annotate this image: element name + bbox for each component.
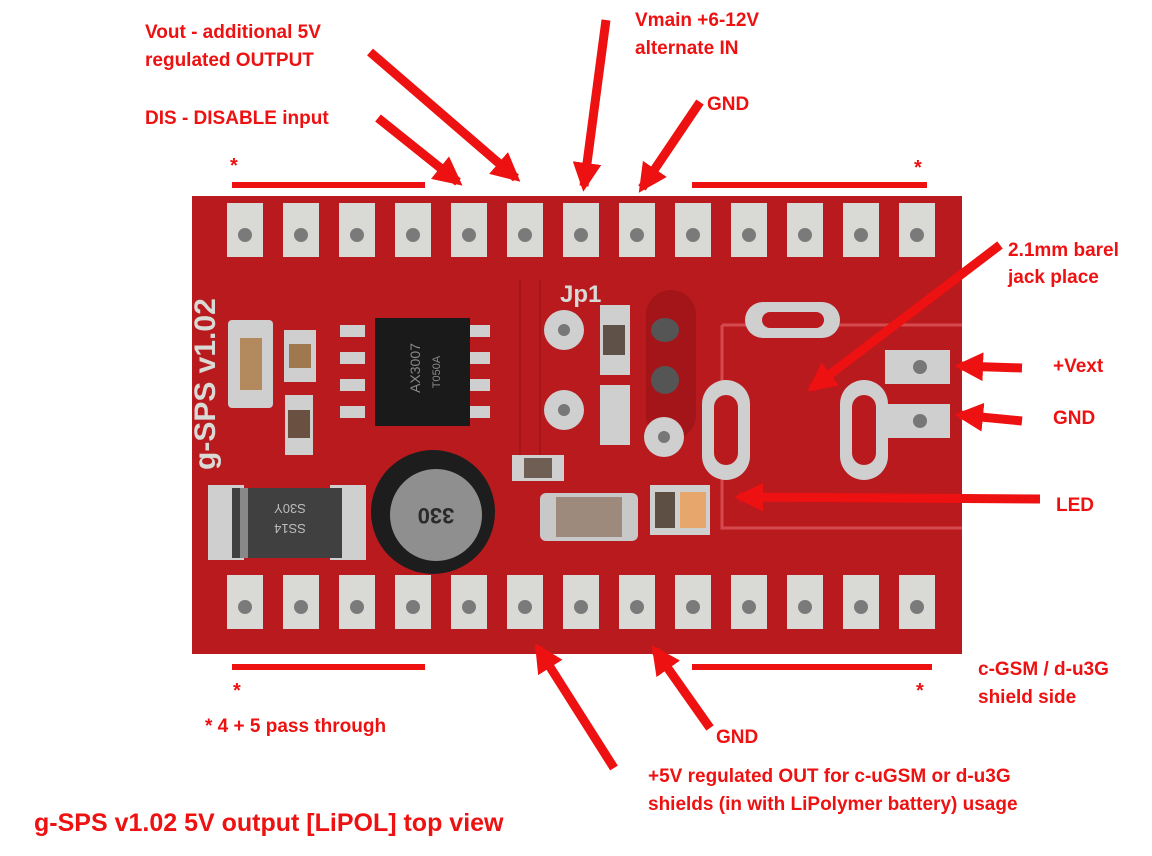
label-gnd-top: GND (707, 94, 750, 115)
diode-marking-2: SS14 (274, 521, 306, 536)
label-5v-out-line2: shields (in with LiPolymer battery) usag… (648, 794, 1018, 815)
header-pad-bottom-hole (238, 600, 252, 614)
capacitor-small (284, 330, 316, 382)
star-bottom-right: * (916, 680, 924, 702)
header-pad-bottom-hole (294, 600, 308, 614)
arrow-gnd-right (954, 402, 1023, 432)
header-pad-bottom-hole (518, 600, 532, 614)
capacitor-mid (540, 493, 638, 541)
label-shield-line1: c-GSM / d-u3G (978, 659, 1109, 680)
led-component (650, 485, 710, 535)
header-pad-bottom-hole (406, 600, 420, 614)
arrow-gnd-bottom (651, 645, 714, 731)
inductor-marking: 330 (418, 503, 455, 528)
bottom-header-pads (227, 575, 935, 629)
header-pad-bottom-hole (742, 600, 756, 614)
header-pad-top-hole (406, 228, 420, 242)
header-pad-bottom-hole (574, 600, 588, 614)
header-pad-top-hole (518, 228, 532, 242)
annotation-arrows (367, 19, 1041, 771)
label-vext: +Vext (1053, 356, 1104, 377)
silkscreen-version: g-SPS v1.02 (189, 298, 222, 470)
star-bottom-left: * (233, 680, 241, 702)
star-top-left: * (230, 155, 238, 177)
label-vout-line1: Vout - additional 5V (145, 22, 321, 43)
header-pad-top-hole (294, 228, 308, 242)
resistor-chip (512, 455, 564, 481)
arrow-vext (954, 352, 1023, 382)
header-pad-bottom-hole (910, 600, 924, 614)
arrow-led (734, 482, 1041, 512)
header-pad-top-hole (910, 228, 924, 242)
via-pads (544, 310, 684, 457)
silkscreen-jp1: Jp1 (560, 281, 601, 308)
header-pad-top-hole (462, 228, 476, 242)
header-pad-bottom-hole (350, 600, 364, 614)
header-pad-bottom-hole (854, 600, 868, 614)
star-top-right: * (914, 157, 922, 179)
resistor-small (285, 395, 313, 455)
label-led: LED (1056, 495, 1094, 516)
label-gnd-bottom: GND (716, 727, 759, 748)
label-shield-line2: shield side (978, 687, 1077, 708)
diode-marking: S30Y (274, 501, 306, 516)
arrow-vout (367, 48, 521, 182)
header-pad-top-hole (630, 228, 644, 242)
header-pad-top-hole (798, 228, 812, 242)
top-header-pads (227, 203, 935, 257)
annotation-bars (232, 182, 932, 670)
ic-marking-2: T050A (431, 355, 443, 388)
label-passthrough: * 4 + 5 pass through (205, 716, 387, 737)
arrow-vmain (572, 19, 611, 192)
header-pad-bottom-hole (798, 600, 812, 614)
label-dis: DIS - DISABLE input (145, 108, 329, 129)
label-5v-out-line1: +5V regulated OUT for c-uGSM or d-u3G (648, 766, 1011, 787)
arrow-dis (375, 114, 463, 186)
capacitor-large (228, 320, 273, 408)
diode: S30Y SS14 (208, 485, 366, 560)
arrow-barrel (807, 241, 1003, 392)
inductor: 330 (371, 450, 495, 574)
header-pad-bottom-hole (686, 600, 700, 614)
jumper-jp1 (600, 290, 696, 445)
header-pad-top-hole (686, 228, 700, 242)
header-pad-top-hole (742, 228, 756, 242)
label-gnd-right: GND (1053, 408, 1096, 429)
header-pad-top-hole (574, 228, 588, 242)
header-pad-top-hole (238, 228, 252, 242)
label-vmain-line1: Vmain +6-12V (635, 10, 760, 31)
label-vout-line2: regulated OUTPUT (145, 50, 314, 71)
header-pad-bottom-hole (630, 600, 644, 614)
label-vmain-line2: alternate IN (635, 38, 739, 59)
ic-marking: AX3007 (407, 343, 423, 393)
header-pad-bottom-hole (462, 600, 476, 614)
barrel-jack-pads (702, 302, 950, 480)
header-pad-top-hole (350, 228, 364, 242)
header-pad-top-hole (854, 228, 868, 242)
arrow-5v-out (534, 643, 618, 771)
arrow-gnd-top (638, 99, 704, 193)
ic-chip: AX3007 T050A (340, 318, 490, 426)
label-barrel-line1: 2.1mm barel (1008, 240, 1119, 261)
label-barrel-line2: jack place (1008, 267, 1099, 288)
diagram-title: g-SPS v1.02 5V output [LiPOL] top view (34, 809, 504, 837)
